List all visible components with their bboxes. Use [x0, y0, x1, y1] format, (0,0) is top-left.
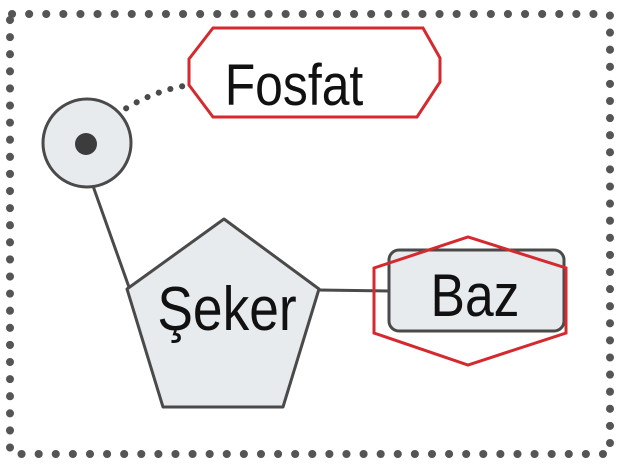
phosphate-dot	[75, 133, 97, 155]
phosphate-sugar-bond	[91, 185, 132, 291]
phosphate-label: Fosfat	[225, 54, 364, 118]
dotted-border	[6, 10, 614, 458]
base-highlight-hexagon	[372, 235, 568, 367]
base-rectangle	[387, 248, 566, 333]
phosphate-label-hexagon	[187, 26, 442, 119]
base-label: Baz	[431, 261, 520, 329]
sugar-base-bond	[317, 288, 391, 293]
sugar-pentagon	[125, 217, 321, 409]
sugar-label: Şeker	[157, 275, 296, 344]
